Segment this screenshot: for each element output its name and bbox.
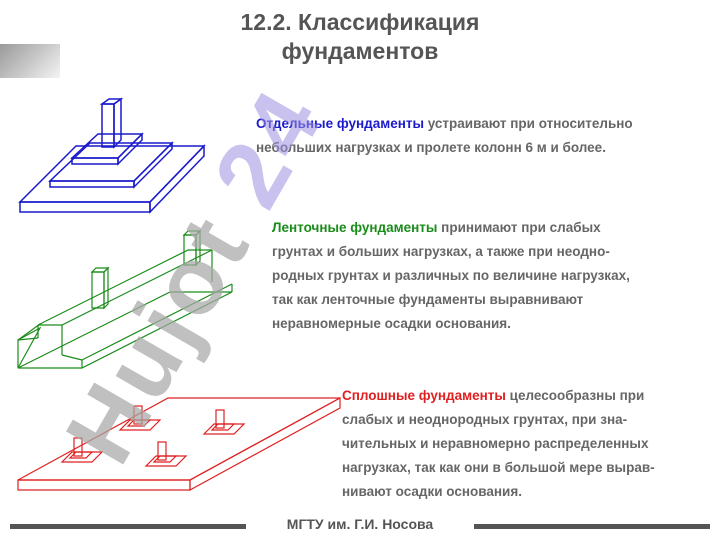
corner-decoration: [0, 44, 60, 78]
pedestal-3: [118, 405, 162, 431]
footer-bar-right: [474, 524, 710, 529]
term-mat: Сплошные фундаменты: [342, 388, 506, 403]
strip-foundation-drawing: [17, 229, 233, 369]
strip-foundations-paragraph: Ленточные фундаменты принимают при слабы…: [272, 216, 702, 336]
pedestal-1: [60, 437, 104, 463]
para2-line5: неравномерные осадки основания.: [272, 316, 511, 331]
para2-line4: так как ленточные фундаменты выравнивают: [272, 292, 584, 307]
para2-line3: родных грунтах и различных по величине н…: [272, 268, 630, 283]
para3-line5: нивают осадки основания.: [342, 484, 522, 499]
isolated-foundations-paragraph: Отдельные фундаменты устраивают при отно…: [256, 112, 706, 160]
para1-line1: устраивают при относительно: [424, 116, 633, 131]
slide-title-line-2: фундаментов: [281, 38, 439, 64]
para3-line4: нагрузках, так как они в большой мере вы…: [342, 460, 655, 475]
term-strip: Ленточные фундаменты: [272, 220, 438, 235]
para2-line2: грунтах и больших нагрузках, а также при…: [272, 244, 610, 259]
pedestal-2: [144, 441, 188, 467]
footer-university: МГТУ им. Г.И. Носова: [286, 516, 434, 532]
mat-foundations-paragraph: Сплошные фундаменты целесообразны при сл…: [342, 384, 710, 504]
term-isolated: Отдельные фундаменты: [256, 116, 424, 131]
slide-title-line-1: 12.2. Классификация: [240, 9, 480, 35]
para3-line2: слабых и неоднородных грунтах, при зна-: [342, 412, 628, 427]
isolated-foundation-drawing: [18, 97, 206, 214]
slide-title: 12.2. Классификация фундаментов: [0, 8, 720, 66]
footer-bar-left: [10, 524, 246, 529]
para1-line2: небольших нагрузках и пролете колонн 6 м…: [256, 140, 606, 155]
pedestal-4: [202, 409, 246, 435]
para3-line1: целесообразны при: [505, 388, 645, 403]
mat-foundation-drawing: [17, 396, 341, 492]
para3-line3: чительных и неравномерно распределенных: [342, 436, 649, 451]
para2-line1: принимают при слабых: [437, 220, 601, 235]
